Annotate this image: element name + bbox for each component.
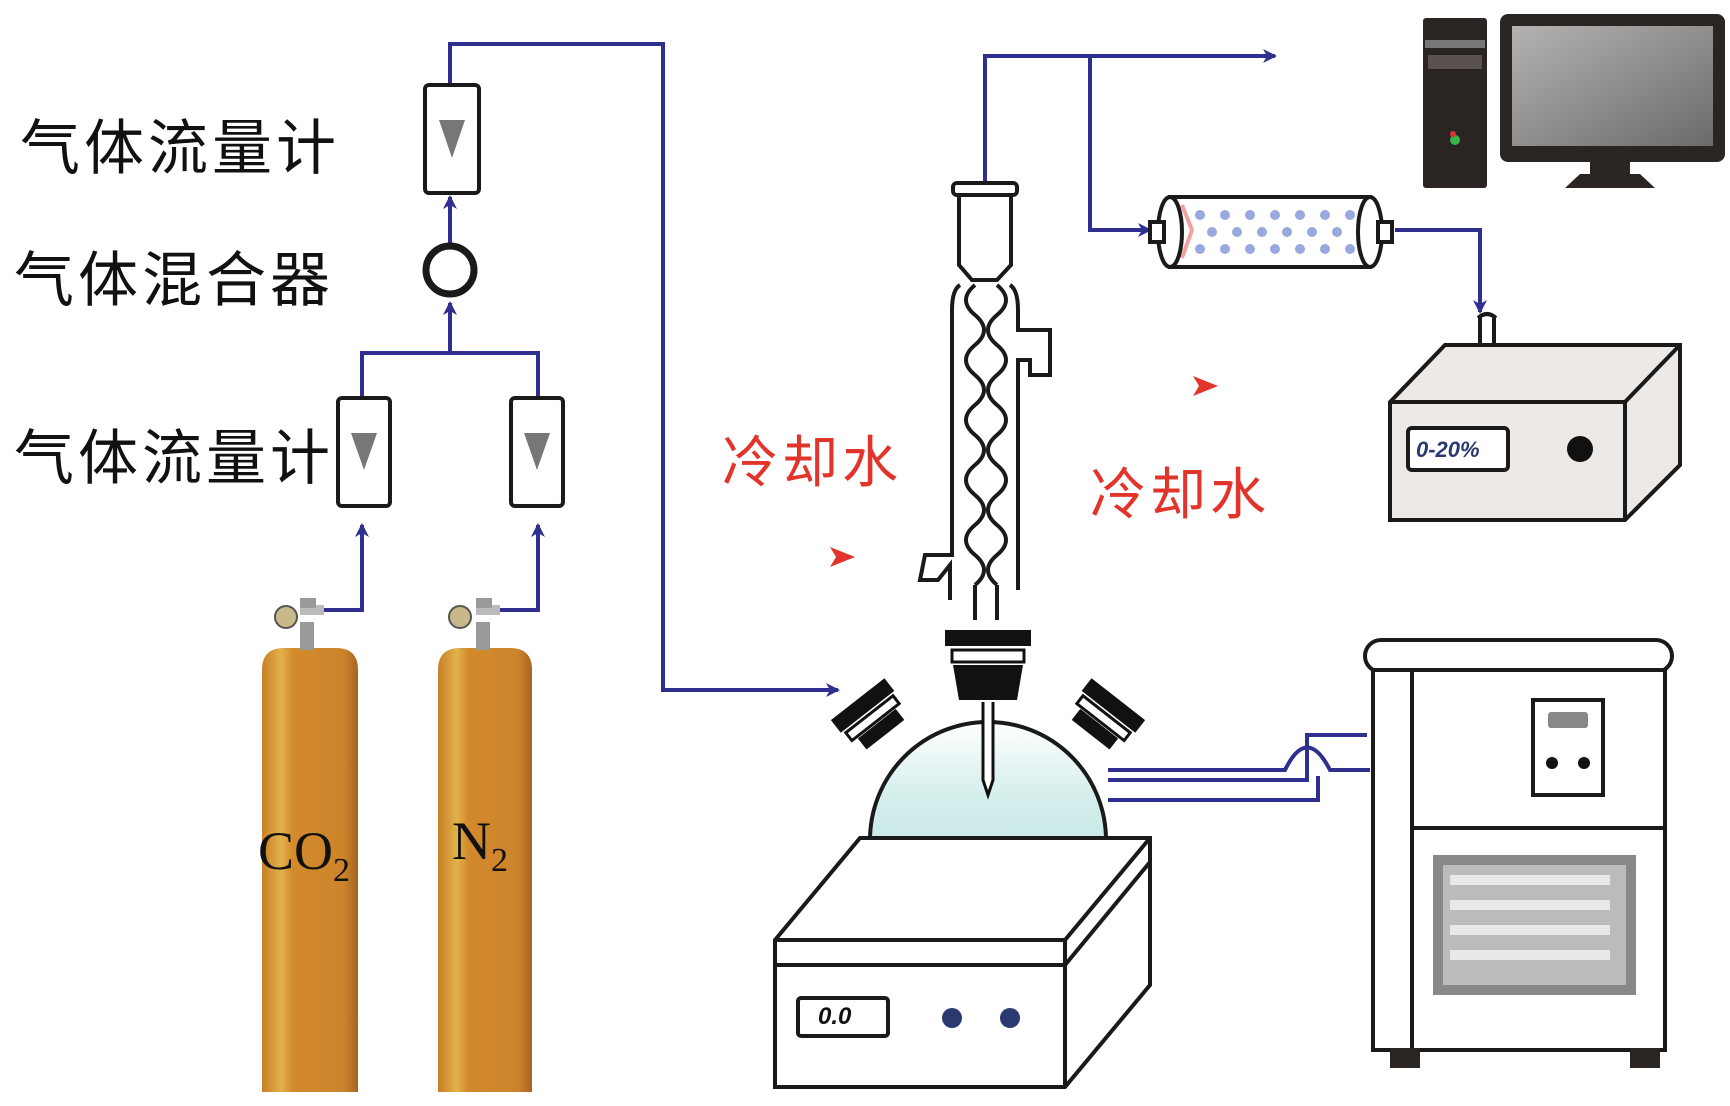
flowmeter-top [423,83,481,195]
n2-cylinder [438,598,532,1092]
label-co2: CO2 [258,821,351,889]
flowmeter-co2 [336,396,392,508]
analyzer-display: 0-20% [1416,437,1480,462]
computer [1423,14,1725,188]
label-cooling-water-in: 冷却水 [722,431,902,496]
flowmeter-n2 [509,396,565,508]
magnetic-stirrer [773,836,1152,1089]
reflux-condenser [917,181,1052,620]
gas-analyzer [1388,312,1682,522]
circulation-hoses [1108,733,1370,802]
circulating-chiller [1363,638,1674,1068]
stirrer-display: 0.0 [818,1003,852,1030]
label-flowmeter-bottom: 气体流量计 [14,424,334,494]
co2-cylinder [262,598,358,1092]
label-gas-mixer: 气体混合器 [14,246,334,316]
gas-pipes [310,42,1487,697]
label-n2: N2 [452,811,508,879]
drying-tube [1148,195,1394,269]
cooling-water-arrows [752,376,1218,567]
label-cooling-water-out: 冷却水 [1090,463,1270,528]
label-flowmeter-top: 气体流量计 [20,114,340,184]
gas-mixer [422,242,478,298]
